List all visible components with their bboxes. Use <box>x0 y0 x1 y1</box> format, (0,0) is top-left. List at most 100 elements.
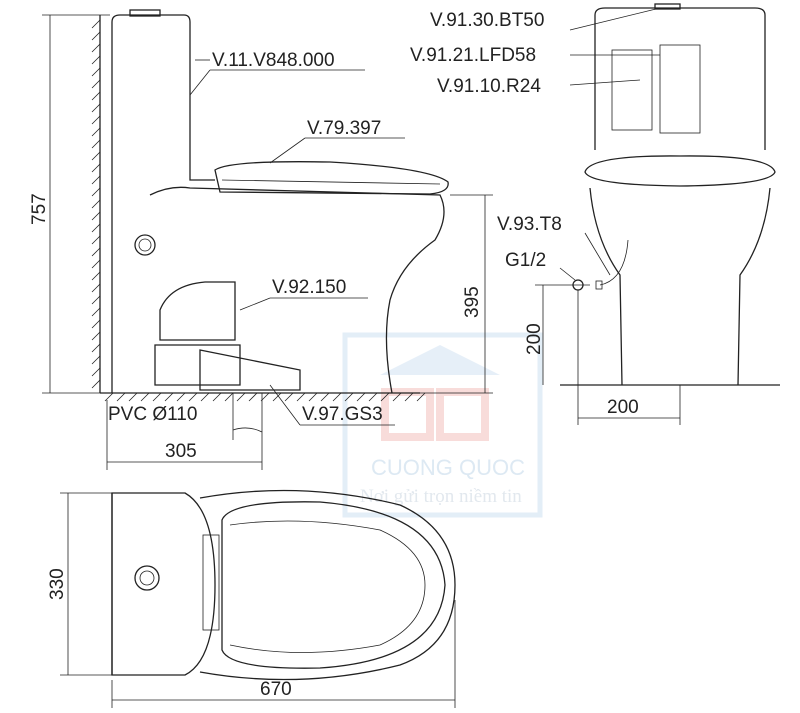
label-pipe: PVC Ø110 <box>108 404 197 425</box>
watermark: CUONG QUOC Nơi gửi trọn niềm tin <box>342 332 543 518</box>
label-gasket: V.97.GS3 <box>302 404 383 425</box>
wall-hatch <box>91 175 101 185</box>
floor-hatch <box>224 392 234 402</box>
wall-hatch <box>91 235 101 245</box>
wall-hatch <box>91 19 101 29</box>
drain-valve <box>154 281 301 391</box>
wall-hatch <box>91 67 101 77</box>
wall-hatch <box>91 31 101 41</box>
side-dimensions: 757 395 305 <box>29 14 493 470</box>
dim-width: 330 <box>47 568 68 600</box>
label-flush-valve: V.91.10.R24 <box>437 76 541 97</box>
front-view <box>560 3 780 386</box>
dim-inlet-height: 200 <box>524 323 545 355</box>
wall-hatch <box>91 331 101 341</box>
wall-hatch <box>91 343 101 353</box>
front-tank <box>594 7 766 150</box>
hinge <box>202 534 220 631</box>
label-angle-valve: V.93.T8 <box>497 214 562 235</box>
floor-hatch <box>152 392 162 402</box>
floor-hatch <box>188 392 198 402</box>
floor-hatch <box>164 392 174 402</box>
bowl-outline <box>149 186 445 394</box>
wall-hatch <box>91 283 101 293</box>
top-bowl <box>199 489 456 681</box>
floor-hatch <box>356 392 366 402</box>
top-button-icon <box>134 565 160 591</box>
wall-hatch <box>91 271 101 281</box>
wall-hatch <box>91 79 101 89</box>
tank-outline <box>111 14 215 393</box>
seat-lid <box>214 161 449 195</box>
floor-hatch <box>272 392 282 402</box>
floor-hatch <box>308 392 318 402</box>
watermark-tagline: Nơi gửi trọn niềm tin <box>360 486 522 507</box>
dim-height-total: 757 <box>29 193 50 225</box>
top-seat <box>221 501 446 669</box>
floor-hatch <box>140 392 150 402</box>
wall-hatch <box>91 55 101 65</box>
wall-hatch <box>91 259 101 269</box>
wall-hatch <box>91 199 101 209</box>
wall-hatch <box>91 307 101 317</box>
top-tank <box>111 492 216 676</box>
dim-length: 670 <box>260 679 292 700</box>
side-labels: V.11.V848.000 V.79.397 V.92.150 PVC Ø110… <box>108 50 405 426</box>
label-flush-button: V.91.30.BT50 <box>430 10 544 31</box>
front-seat <box>584 155 776 187</box>
label-thread: G1/2 <box>505 250 546 271</box>
dim-seat-height: 395 <box>462 286 483 318</box>
wall-hatch <box>91 379 101 389</box>
fill-valve-part <box>611 49 653 131</box>
side-view <box>91 9 449 440</box>
floor-hatch <box>392 392 402 402</box>
wall-hatch <box>91 139 101 149</box>
wall-hatch <box>91 223 101 233</box>
floor-hatch <box>416 392 426 402</box>
wall-hatch <box>91 247 101 257</box>
floor-hatch <box>212 392 222 402</box>
dim-inlet-offset: 200 <box>607 397 639 418</box>
floor-hatch <box>332 392 342 402</box>
dim-rough-in: 305 <box>165 441 197 462</box>
label-fill-valve: V.91.21.LFD58 <box>410 45 536 66</box>
floor-hatch <box>104 392 114 402</box>
wall-hatch <box>91 211 101 221</box>
flush-button <box>129 9 161 17</box>
wall-hatch <box>91 295 101 305</box>
wall-hatch <box>91 91 101 101</box>
wall-hatch <box>91 187 101 197</box>
label-valve: V.92.150 <box>272 277 346 298</box>
floor-hatch <box>176 392 186 402</box>
flush-valve-part <box>659 44 701 134</box>
floor-hatch <box>284 392 294 402</box>
wall-hatch <box>91 355 101 365</box>
floor-hatch <box>116 392 126 402</box>
front-dimensions: 200 200 <box>524 284 681 425</box>
top-view <box>111 489 456 681</box>
front-labels: V.91.30.BT50 V.91.21.LFD58 V.91.10.R24 V… <box>410 7 661 281</box>
floor-hatch <box>344 392 354 402</box>
watermark-brand: CUONG QUOC <box>371 455 525 480</box>
wall-hatch <box>91 103 101 113</box>
floor-hatch <box>368 392 378 402</box>
front-bowl <box>589 187 771 386</box>
wall-hatch <box>91 127 101 137</box>
top-dimensions: 330 670 <box>47 492 456 708</box>
wall-hatch <box>91 151 101 161</box>
floor-hatch <box>296 392 306 402</box>
floor-hatch <box>200 392 210 402</box>
wall-hatch <box>91 115 101 125</box>
side-cap-icon <box>134 234 156 256</box>
label-tank: V.11.V848.000 <box>212 50 335 71</box>
floor-hatch <box>404 392 414 402</box>
floor-hatch <box>128 392 138 402</box>
wall-hatch <box>91 163 101 173</box>
wall-hatch <box>91 319 101 329</box>
floor-hatch <box>320 392 330 402</box>
floor-hatch <box>380 392 390 402</box>
floor-hatch <box>248 392 258 402</box>
label-seat: V.79.397 <box>307 118 381 139</box>
